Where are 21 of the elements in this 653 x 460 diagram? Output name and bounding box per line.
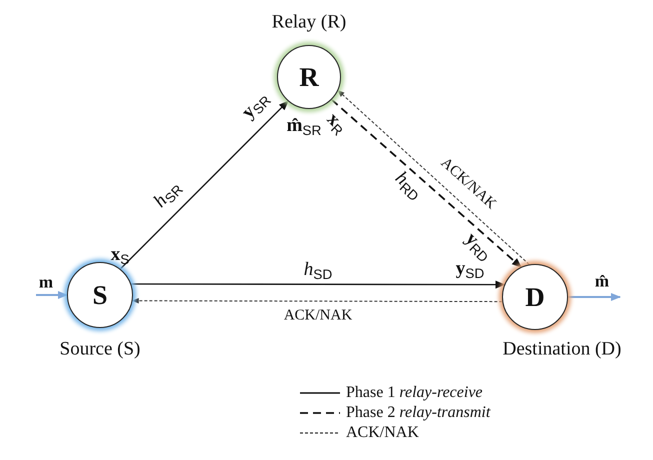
arrow xyxy=(131,280,506,289)
node-caption: Source (S) xyxy=(60,340,140,358)
node-letter: D xyxy=(525,284,545,310)
edge-label: m xyxy=(38,274,54,290)
arrow xyxy=(120,100,289,270)
arrow xyxy=(36,291,68,299)
legend-text: Phase 2 relay-transmit xyxy=(346,404,490,420)
legend-text: Phase 1 relay-receive xyxy=(346,384,483,400)
node-circle xyxy=(277,45,341,109)
node-caption: Destination (D) xyxy=(502,340,622,358)
legend-text: ACK/NAK xyxy=(346,424,419,440)
node-caption: Relay (R) xyxy=(272,12,346,32)
arrow xyxy=(132,298,503,304)
edge-label: h$_{SD}$ xyxy=(304,260,332,282)
node-circle xyxy=(502,264,568,330)
arrow xyxy=(568,293,621,301)
edge-label: m̂ xyxy=(594,272,610,290)
node-letter: S xyxy=(92,282,108,308)
signal-label: m̂$_{SR}$ xyxy=(286,116,322,138)
edge-label: ACK/NAK xyxy=(284,308,352,324)
node-letter: R xyxy=(299,64,319,90)
